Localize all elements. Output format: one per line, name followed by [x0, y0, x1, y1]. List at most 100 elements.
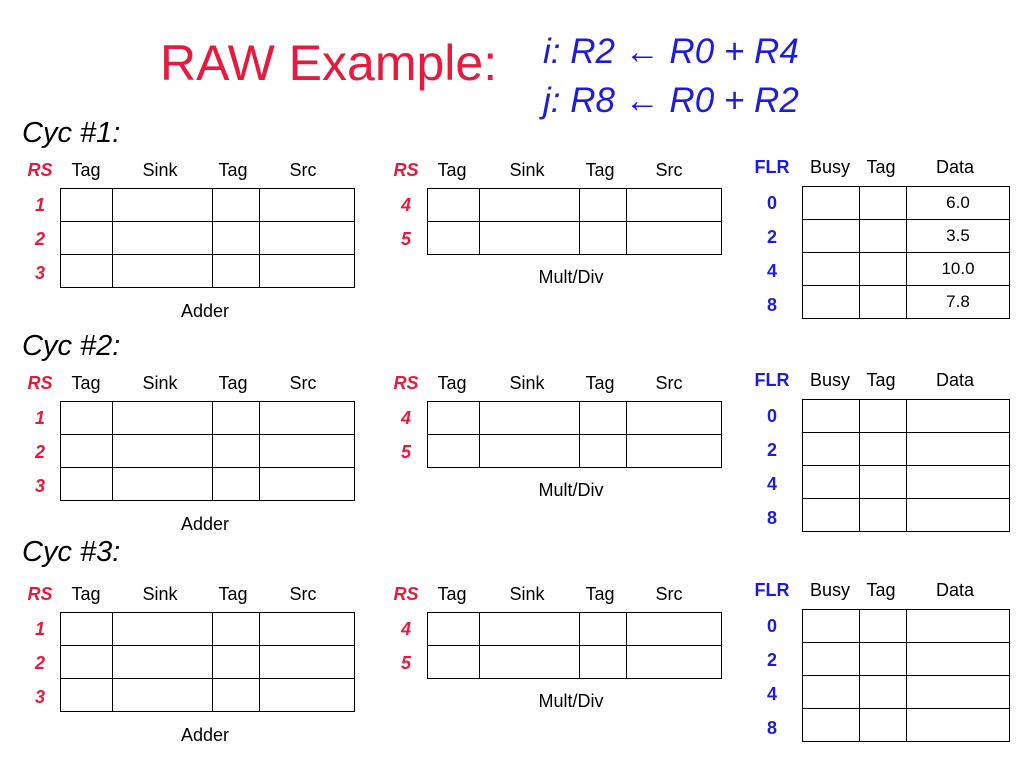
- table-cell: [479, 401, 580, 435]
- adder-station-number: 2: [34, 442, 46, 462]
- table-cell: [479, 188, 580, 222]
- multdiv-caption: Mult/Div: [538, 267, 604, 287]
- flr-column-header: Data: [935, 580, 975, 600]
- adder-column-header: Sink: [142, 160, 178, 180]
- table-cell: [427, 401, 480, 435]
- table-cell: [60, 254, 113, 288]
- adder-column-header: Tag: [218, 160, 248, 180]
- flr-column-header: Busy: [809, 580, 851, 600]
- table-cell: [259, 401, 355, 435]
- flr-column-header: Tag: [866, 580, 896, 600]
- table-cell: [212, 612, 260, 646]
- flr-header: FLR: [754, 370, 790, 390]
- table-cell: [112, 401, 213, 435]
- multdiv-column-header: Tag: [585, 160, 615, 180]
- flr-tag-cell: [859, 609, 907, 643]
- multdiv-station-number: 4: [400, 408, 412, 428]
- cycle-label: Cyc #2:: [22, 330, 121, 362]
- instruction-i: i: R2 ← R0 + R4: [543, 32, 799, 71]
- table-cell: [60, 612, 113, 646]
- flr-data-cell: 7.8: [906, 285, 1010, 319]
- table-cell: [112, 254, 213, 288]
- flr-header: FLR: [754, 157, 790, 177]
- flr-busy-cell: [802, 609, 860, 643]
- table-cell: [212, 678, 260, 712]
- table-cell: [212, 221, 260, 255]
- table-row: 6.0: [802, 186, 1010, 220]
- table-cell: [579, 221, 627, 255]
- flr-busy-cell: [802, 432, 860, 466]
- multdiv-column-header: Sink: [509, 584, 545, 604]
- adder-column-header: Tag: [218, 373, 248, 393]
- table-cell: [212, 254, 260, 288]
- flr-busy-cell: [802, 252, 860, 286]
- table-cell: [626, 434, 722, 468]
- flr-tag-cell: [859, 675, 907, 709]
- flr-column-header: Tag: [866, 157, 896, 177]
- adder-column-header: Tag: [71, 160, 101, 180]
- table-cell: [427, 434, 480, 468]
- table-cell: [212, 645, 260, 679]
- flr-register-label: 2: [766, 227, 778, 247]
- table-cell: [427, 221, 480, 255]
- table-row: [427, 401, 722, 435]
- multdiv-station-number: 4: [400, 195, 412, 215]
- flr-busy-cell: [802, 285, 860, 319]
- table-cell: [626, 645, 722, 679]
- table-cell: [112, 645, 213, 679]
- flr-data-cell: [906, 432, 1010, 466]
- multdiv-station-number: 5: [400, 229, 412, 249]
- flr-tag-cell: [859, 432, 907, 466]
- table-cell: [112, 434, 213, 468]
- flr-busy-cell: [802, 498, 860, 532]
- adder-rs-header: RS: [27, 160, 53, 180]
- flr-data-cell: 10.0: [906, 252, 1010, 286]
- table-cell: [579, 188, 627, 222]
- table-cell: [112, 221, 213, 255]
- adder-station-number: 2: [34, 229, 46, 249]
- multdiv-station-number: 5: [400, 653, 412, 673]
- table-cell: [579, 434, 627, 468]
- table-cell: [479, 221, 580, 255]
- multdiv-column-header: Src: [655, 160, 683, 180]
- table-cell: [579, 612, 627, 646]
- table-cell: [626, 612, 722, 646]
- multdiv-table: [427, 188, 722, 255]
- adder-station-number: 3: [34, 476, 46, 496]
- adder-column-header: Tag: [71, 584, 101, 604]
- table-cell: [259, 434, 355, 468]
- flr-column-header: Busy: [809, 370, 851, 390]
- table-row: [60, 678, 355, 712]
- adder-column-header: Src: [289, 584, 317, 604]
- table-cell: [626, 221, 722, 255]
- table-row: [802, 465, 1010, 499]
- flr-busy-cell: [802, 399, 860, 433]
- table-cell: [60, 188, 113, 222]
- table-cell: [479, 434, 580, 468]
- multdiv-column-header: Tag: [585, 373, 615, 393]
- instruction-j: j: R8 ← R0 + R2: [543, 81, 799, 120]
- adder-station-number: 3: [34, 263, 46, 283]
- table-row: [60, 645, 355, 679]
- flr-data-cell: [906, 498, 1010, 532]
- flr-register-label: 4: [766, 684, 778, 704]
- adder-station-number: 3: [34, 687, 46, 707]
- slide-title: RAW Example:: [160, 35, 498, 91]
- table-row: [802, 642, 1010, 676]
- adder-table: [60, 401, 355, 501]
- adder-caption: Adder: [180, 725, 230, 745]
- flr-register-label: 8: [766, 718, 778, 738]
- flr-data-cell: [906, 609, 1010, 643]
- flr-tag-cell: [859, 498, 907, 532]
- table-cell: [60, 678, 113, 712]
- adder-station-number: 1: [34, 619, 46, 639]
- flr-tag-cell: [859, 186, 907, 220]
- flr-busy-cell: [802, 708, 860, 742]
- flr-register-label: 0: [766, 406, 778, 426]
- multdiv-column-header: Tag: [437, 584, 467, 604]
- flr-register-label: 4: [766, 261, 778, 281]
- multdiv-column-header: Tag: [437, 160, 467, 180]
- adder-column-header: Sink: [142, 584, 178, 604]
- table-cell: [479, 612, 580, 646]
- flr-header: FLR: [754, 580, 790, 600]
